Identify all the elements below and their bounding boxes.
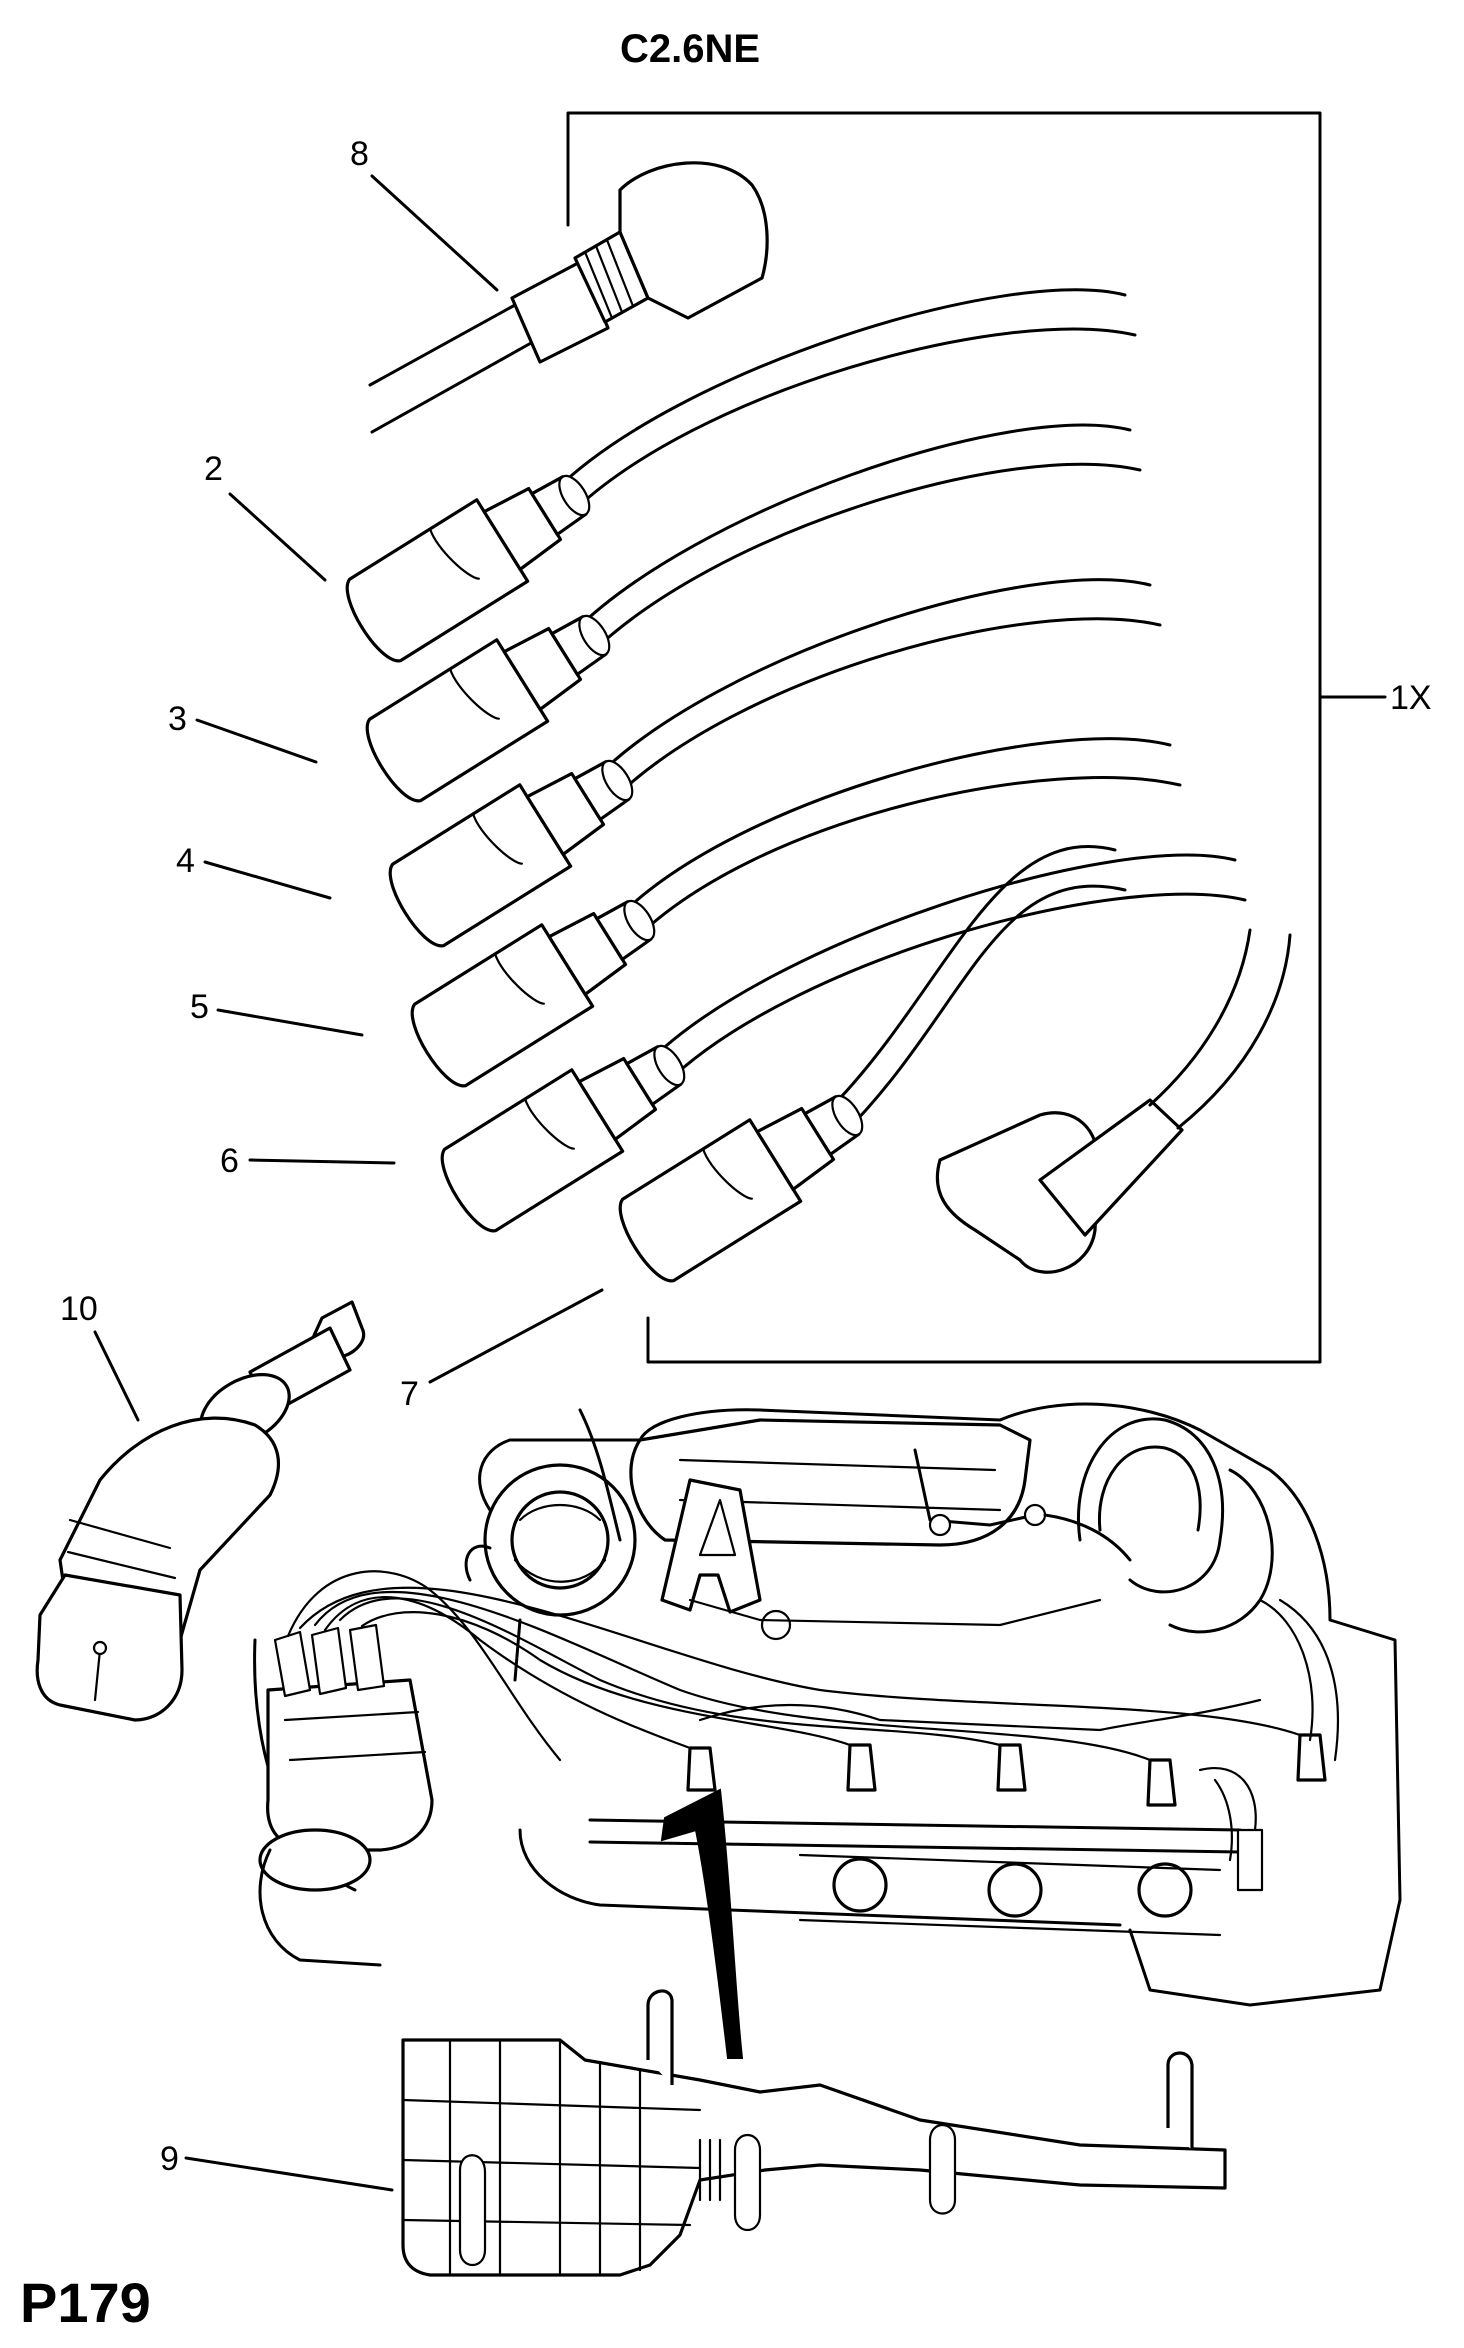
callouts: 8 2 3 4 5 6 7 10 9 bbox=[60, 135, 604, 2192]
callout-10: 10 bbox=[60, 1290, 98, 1328]
callout-1x: 1X bbox=[1390, 679, 1432, 717]
spark-plug-lead-4 bbox=[388, 578, 1162, 948]
coil-lead-8 bbox=[368, 161, 769, 434]
callout-8: 8 bbox=[350, 135, 369, 173]
callout-2: 2 bbox=[204, 450, 223, 488]
callout-6: 6 bbox=[220, 1142, 239, 1180]
location-arrow bbox=[660, 1788, 744, 2059]
diagram-title: C2.6NE bbox=[620, 27, 760, 71]
page-reference: P179 bbox=[20, 2271, 151, 2334]
spark-plug-lead-2 bbox=[345, 288, 1137, 663]
callout-9: 9 bbox=[160, 2140, 179, 2178]
callout-7: 7 bbox=[400, 1375, 419, 1413]
kit-bracket bbox=[566, 111, 1387, 1364]
callout-5: 5 bbox=[190, 988, 209, 1026]
spark-plug-lead-6 bbox=[440, 853, 1247, 1233]
callout-3: 3 bbox=[168, 700, 187, 738]
angled-plug-connector bbox=[935, 928, 1292, 1274]
callout-4: 4 bbox=[176, 842, 195, 880]
spark-plug-leads bbox=[345, 288, 1292, 1283]
lead-holder-9 bbox=[401, 1989, 1227, 2277]
spark-plug-lead-5 bbox=[410, 737, 1182, 1088]
engine-illustration bbox=[253, 1402, 1402, 2007]
distributor-connector-10 bbox=[35, 1300, 366, 1722]
spark-plug-lead-3 bbox=[365, 423, 1142, 803]
spark-plug-lead-7 bbox=[618, 845, 1127, 1283]
